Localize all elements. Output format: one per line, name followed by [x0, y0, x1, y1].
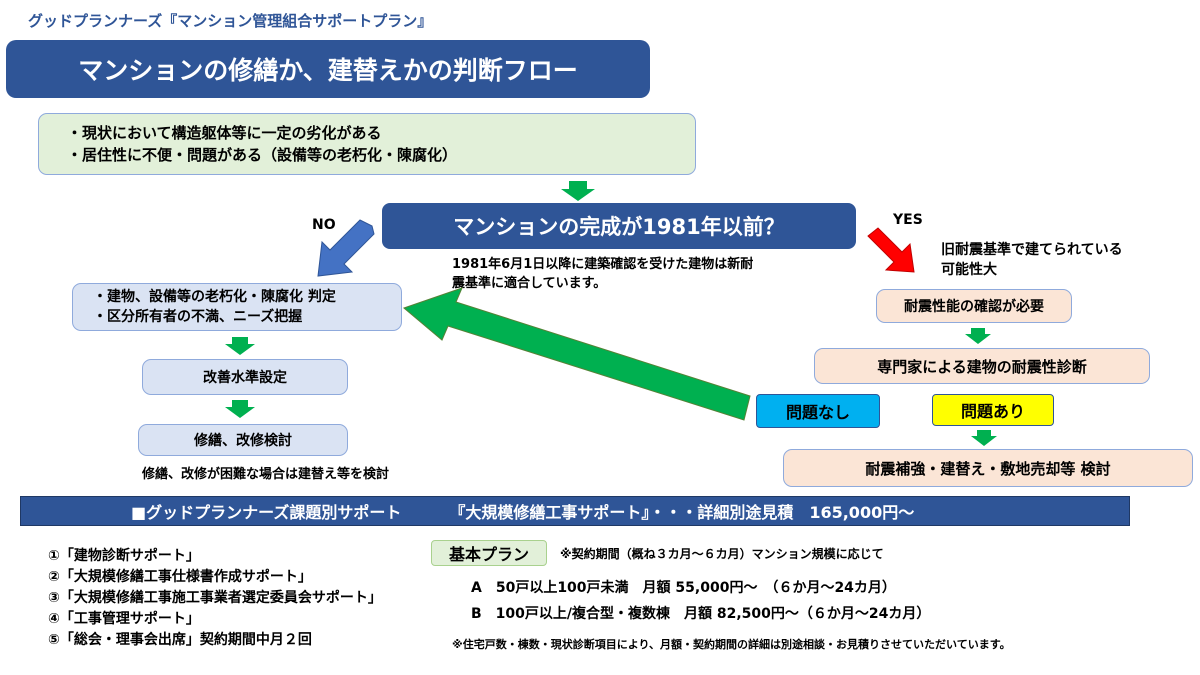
improvement-level-box: 改善水準設定: [142, 359, 348, 395]
assessment-line-1: ・建物、設備等の老朽化・陳腐化 判定: [93, 289, 336, 305]
return-arrow-icon: [403, 287, 751, 421]
header-title: グッドプランナーズ『マンション管理組合サポートプラン』: [28, 12, 433, 30]
basic-plan-label: 基本プラン: [431, 540, 547, 566]
down-arrow-icon: [225, 400, 255, 418]
no-note-line-1: 1981年6月1日以降に建築確認を受けた建物は新耐: [452, 257, 754, 272]
plan-a: A 50戸以上100戸未満 月額 55,000円～ （６か月～24カ月）: [471, 580, 896, 596]
problem-badge: 問題あり: [932, 394, 1054, 426]
no-problem-badge: 問題なし: [756, 394, 880, 428]
no-note: 1981年6月1日以降に建築確認を受けた建物は新耐 震基準に適合しています。: [452, 255, 753, 293]
down-arrow-icon: [965, 328, 991, 344]
seismic-check-box: 耐震性能の確認が必要: [876, 289, 1072, 323]
yes-label: YES: [893, 212, 923, 228]
repair-review-box: 修繕、改修検討: [138, 424, 348, 456]
condition-line-2: ・居住性に不便・問題がある（設備等の老朽化・陳腐化）: [67, 146, 458, 164]
no-arrow-icon: [317, 219, 375, 277]
support-bar-title: ■グッドプランナーズ課題別サポート: [131, 503, 402, 522]
countermeasure-box: 耐震補強・建替え・敷地売却等 検討: [783, 449, 1193, 487]
question-box: マンションの完成が1981年以前？: [382, 203, 856, 249]
support-bar: ■グッドプランナーズ課題別サポート 『大規模修繕工事サポート』・・・詳細別途見積…: [20, 496, 1130, 526]
support-bar-pricing: 『大規模修繕工事サポート』・・・詳細別途見積 165,000円～: [449, 503, 915, 522]
assessment-box: ・建物、設備等の老朽化・陳腐化 判定 ・区分所有者の不満、ニーズ把握: [72, 283, 402, 331]
no-label: NO: [312, 217, 336, 233]
plan-b: B 100戸以上/複合型・複数棟 月額 82,500円～（６か月～24カ月）: [471, 606, 931, 622]
condition-line-1: ・現状において構造躯体等に一定の劣化がある: [67, 124, 382, 142]
list-item: ⑤「総会・理事会出席」契約期間中月２回: [48, 632, 312, 648]
plan-note: ※契約期間（概ね３カ月～６カ月）マンション規模に応じて: [560, 547, 884, 561]
support-list: ①「建物診断サポート」 ②「大規模修繕工事仕様書作成サポート」 ③「大規模修繕工…: [48, 546, 382, 651]
yes-arrow-icon: [867, 227, 915, 273]
assessment-line-2: ・区分所有者の不満、ニーズ把握: [93, 309, 303, 325]
flow-title-banner: マンションの修繕か、建替えかの判断フロー: [6, 40, 650, 98]
yes-note-line-2: 可能性大: [941, 262, 997, 278]
yes-note: 旧耐震基準で建てられている 可能性大: [941, 240, 1123, 280]
down-arrow-icon: [971, 430, 997, 446]
down-arrow-icon: [225, 337, 255, 355]
footer-note: ※住宅戸数・棟数・現状診断項目により、月額・契約期間の詳細は別途相談・お見積りさ…: [452, 638, 1011, 651]
list-item: ④「工事管理サポート」: [48, 611, 200, 627]
list-item: ②「大規模修繕工事仕様書作成サポート」: [48, 569, 312, 585]
rebuild-note: 修繕、改修が困難な場合は建替え等を検討: [142, 467, 390, 482]
down-arrow-icon: [561, 181, 595, 201]
seismic-diagnosis-box: 専門家による建物の耐震性診断: [814, 348, 1150, 384]
list-item: ①「建物診断サポート」: [48, 548, 200, 564]
list-item: ③「大規模修繕工事施工事業者選定委員会サポート」: [48, 590, 382, 606]
condition-box: ・現状において構造躯体等に一定の劣化がある ・居住性に不便・問題がある（設備等の…: [38, 113, 696, 175]
no-note-line-2: 震基準に適合しています。: [452, 276, 607, 291]
yes-note-line-1: 旧耐震基準で建てられている: [941, 242, 1123, 258]
